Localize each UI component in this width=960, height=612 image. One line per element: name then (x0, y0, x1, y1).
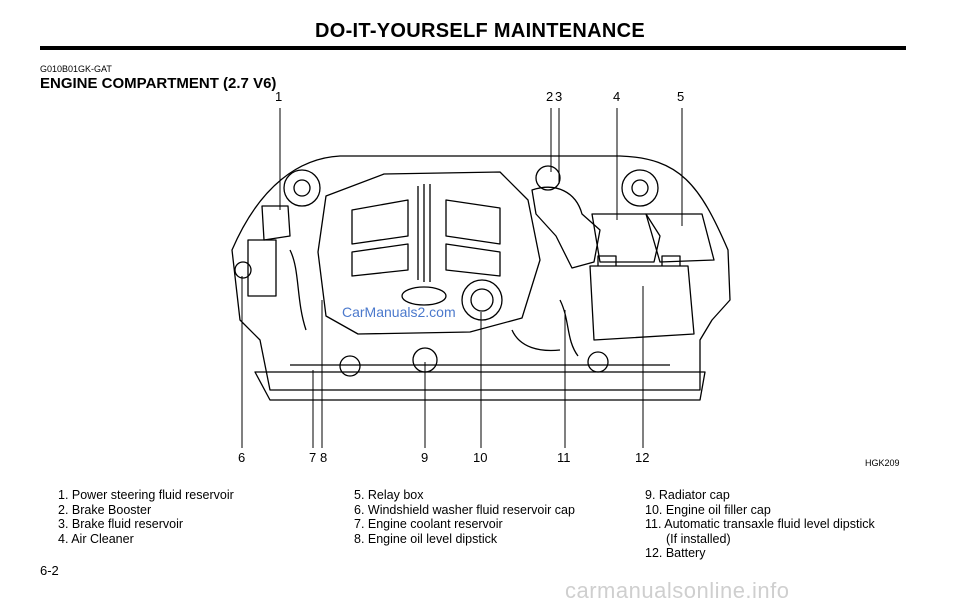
battery (589, 265, 695, 341)
legend-item: 8. Engine oil level dipstick (354, 531, 498, 546)
legend-item: 5. Relay box (354, 488, 424, 502)
callout-12: 12 (635, 450, 650, 465)
radiator-support (254, 371, 706, 401)
air-intake-duct (531, 186, 601, 269)
callout-7: 7 (309, 450, 317, 465)
legend-item: 7. Engine coolant reservoir (354, 517, 503, 531)
footer-watermark: carmanualsonline.info (565, 578, 790, 603)
coolant-reservoir (247, 239, 277, 297)
legend-column-3: 9. Radiator cap 10. Engine oil filler ca… (645, 488, 875, 561)
legend-item: 1. Power steering fluid reservoir (58, 488, 234, 502)
diagram-watermark: CarManuals2.com (342, 304, 456, 320)
callout-11: 11 (557, 450, 571, 465)
air-cleaner (591, 213, 661, 263)
header-rule (40, 46, 906, 50)
callout-1: 1 (275, 89, 283, 104)
legend-item: 2. Brake Booster (58, 502, 152, 517)
fender-outline (231, 155, 731, 391)
washer-fluid-cap (234, 261, 252, 279)
callout-10: 10 (473, 450, 488, 465)
legend-column-1: 1. Power steering fluid reservoir 2. Bra… (58, 488, 234, 546)
callout-3: 3 (555, 89, 563, 104)
callout-5: 5 (677, 89, 685, 104)
page-number: 6-2 (40, 563, 59, 578)
engine-emblem (401, 286, 447, 306)
engine-oil-filler-cap (461, 279, 503, 321)
image-code: HGK209 (865, 458, 900, 468)
callout-9: 9 (421, 450, 429, 465)
callout-2: 2 (546, 89, 554, 104)
relay-box (645, 213, 715, 263)
legend-column-2: 5. Relay box 6. Windshield washer fluid … (354, 488, 575, 546)
callout-6: 6 (238, 450, 246, 465)
brake-booster (535, 165, 561, 191)
callout-4: 4 (613, 89, 621, 104)
right-strut-tower (621, 169, 659, 207)
callout-8: 8 (320, 450, 328, 465)
legend-item: 3. Brake fluid reservoir (58, 517, 184, 531)
legend-item-continuation: (If installed) (666, 531, 731, 546)
legend-item: 4. Air Cleaner (58, 531, 134, 546)
power-steering-reservoir (261, 205, 291, 241)
legend-item: 12. Battery (645, 546, 706, 560)
section-title: ENGINE COMPARTMENT (2.7 V6) (40, 75, 277, 92)
legend-item: 6. Windshield washer fluid reservoir cap (354, 502, 575, 517)
page-header-title: DO-IT-YOURSELF MAINTENANCE (314, 20, 646, 42)
legend-item: 11. Automatic transaxle fluid level dips… (645, 517, 875, 531)
legend-item: 10. Engine oil filler cap (645, 502, 771, 517)
section-code: G010B01GK-GAT (40, 64, 112, 74)
engine-cover (317, 171, 541, 335)
left-strut-tower (283, 169, 321, 207)
legend-item: 9. Radiator cap (645, 488, 730, 502)
